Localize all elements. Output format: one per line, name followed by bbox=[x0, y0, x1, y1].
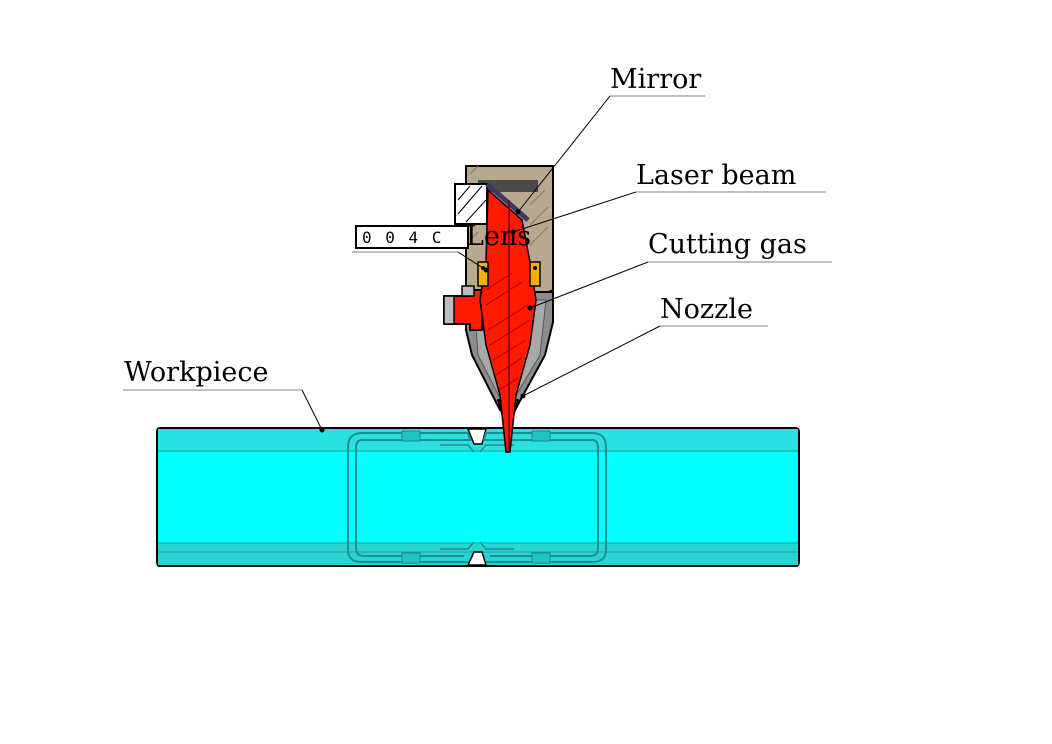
part-code-text: 0 0 4 C bbox=[362, 228, 443, 247]
label-cutting-gas: Cutting gas bbox=[648, 229, 807, 260]
lens-bearing-left bbox=[477, 261, 489, 287]
part-code-box: 0 0 4 C bbox=[355, 225, 469, 249]
mirror-surface bbox=[485, 182, 530, 222]
leader-lines bbox=[123, 95, 832, 433]
mirror-block bbox=[454, 183, 488, 225]
label-lens: Lens bbox=[466, 221, 531, 252]
workpiece-tube bbox=[156, 427, 800, 567]
label-mirror: Mirror bbox=[610, 64, 701, 95]
label-nozzle: Nozzle bbox=[660, 294, 753, 325]
label-laser-beam: Laser beam bbox=[636, 160, 796, 191]
label-workpiece: Workpiece bbox=[124, 357, 268, 388]
lens-bearing-right bbox=[529, 261, 541, 287]
cutting-head bbox=[443, 165, 554, 453]
